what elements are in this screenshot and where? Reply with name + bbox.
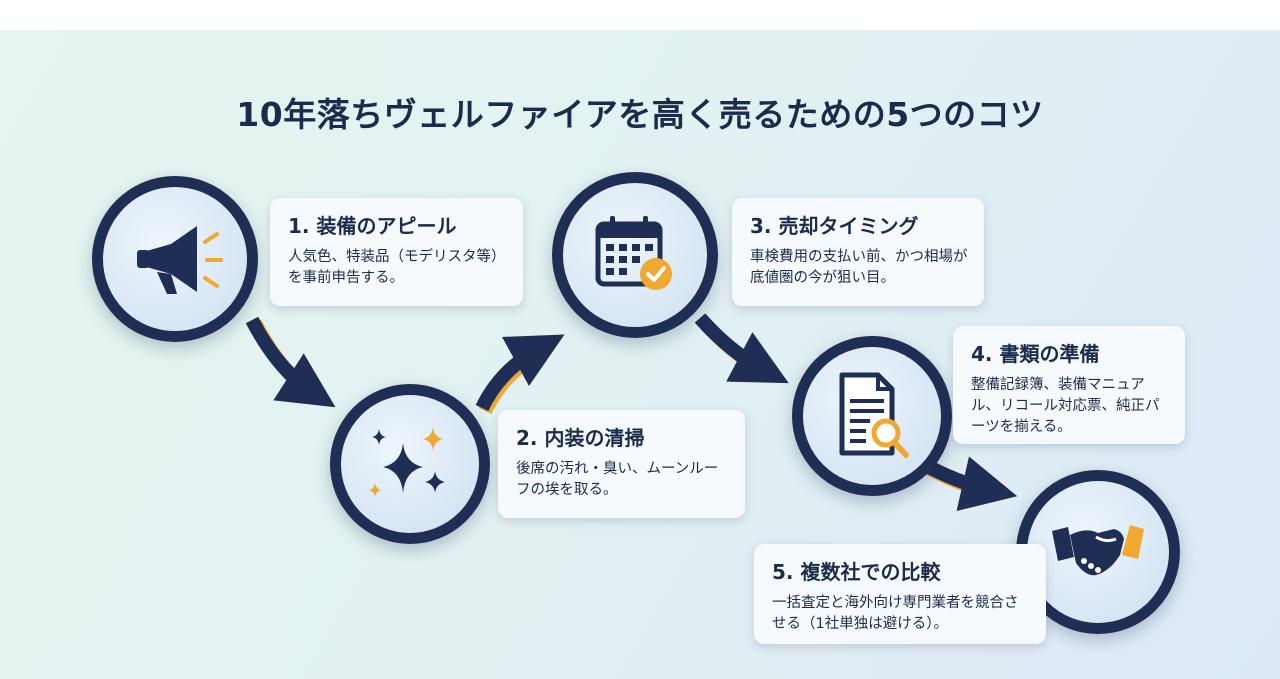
step-3-circle <box>552 172 718 338</box>
calendar-check-icon <box>595 216 672 290</box>
document-search-icon <box>839 372 909 458</box>
step-5-card: 5. 複数社での比較 一括査定と海外向け専門業者を競合させる（1社単独は避ける）… <box>754 544 1046 644</box>
step-4-card: 4. 書類の準備 整備記録簿、装備マニュアル、リコール対応票、純正パーツを揃える… <box>953 326 1185 444</box>
step-3-card: 3. 売却タイミング 車検費用の支払い前、かつ相場が底値圏の今が狙い目。 <box>732 198 984 306</box>
page-title: 10年落ちヴェルファイアを高く売るための5つのコツ <box>236 95 1044 134</box>
step-5-body: 一括査定と海外向け専門業者を競合させる（1社単独は避ける）。 <box>772 595 1019 632</box>
step-1-heading: 1. 装備のアピール <box>288 214 457 238</box>
step-4-body: 整備記録簿、装備マニュアル、リコール対応票、純正パーツを揃える。 <box>971 377 1160 435</box>
step-1-body: 人気色、特装品（モデリスタ等）を事前申告する。 <box>288 249 506 286</box>
sparkle-icon <box>369 427 445 497</box>
handshake-icon <box>1052 525 1144 576</box>
arrow-1-to-2 <box>245 316 336 408</box>
step-1-circle <box>92 176 258 342</box>
arrow-2-to-3 <box>475 334 565 415</box>
step-1-card: 1. 装備のアピール 人気色、特装品（モデリスタ等）を事前申告する。 <box>270 198 523 306</box>
step-2-heading: 2. 内装の清掃 <box>516 426 645 450</box>
step-4-circle <box>792 336 952 496</box>
step-2-body: 後席の汚れ・臭い、ムーンルーフの埃を取る。 <box>516 461 719 498</box>
step-2-card: 2. 内装の清掃 後席の汚れ・臭い、ムーンルーフの埃を取る。 <box>498 410 745 518</box>
step-2-circle <box>330 384 490 544</box>
step-5-heading: 5. 複数社での比較 <box>772 560 941 584</box>
megaphone-icon <box>137 226 223 294</box>
step-3-heading: 3. 売却タイミング <box>750 214 919 238</box>
arrow-3-to-4 <box>694 313 789 384</box>
step-3-body: 車検費用の支払い前、かつ相場が底値圏の今が狙い目。 <box>750 249 968 286</box>
step-4-heading: 4. 書類の準備 <box>971 342 1100 366</box>
